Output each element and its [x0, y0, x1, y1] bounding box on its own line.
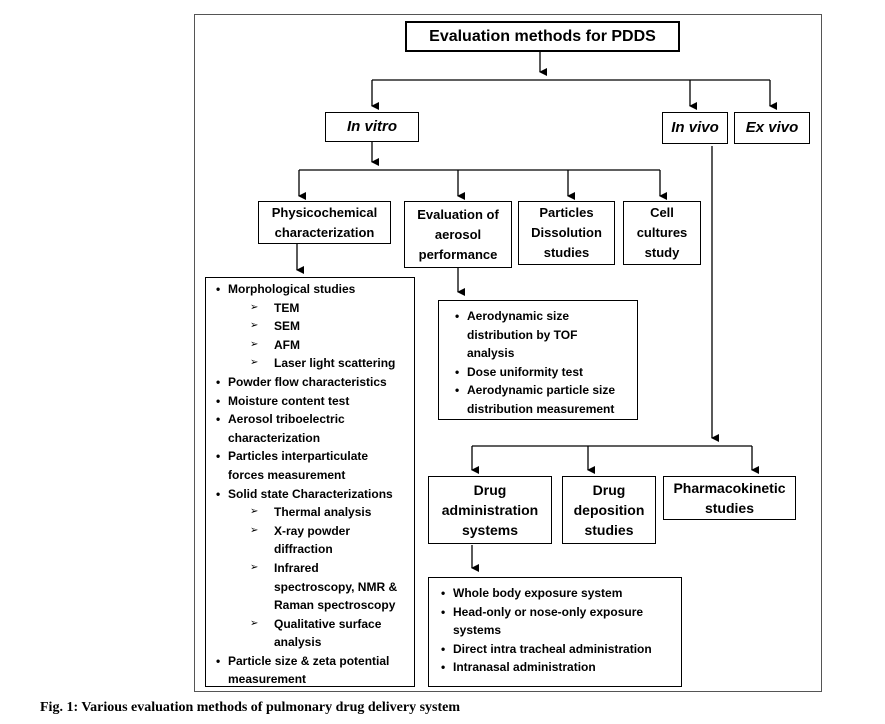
node-drug-administration: Drug administration systems: [428, 476, 552, 544]
physicochemical-list: • Morphological studies ➢ TEM ➢ SEM ➢ AFM ➢ Laser…: [205, 277, 415, 687]
list-item-text: Aerodynamic size distribution by TOF ana…: [467, 309, 578, 361]
list-item-text: Solid state Characterizations: [228, 486, 393, 501]
node-physicochemical: Physicochemical characterization: [258, 201, 391, 244]
list-item-text: Aerosol triboelectric characterization: [228, 412, 345, 445]
list-item-text: X-ray powder diffraction: [274, 523, 351, 557]
list-item-text: Particles interparticulate forces measur…: [228, 449, 369, 482]
list-item-text: Intranasal administration: [453, 660, 596, 675]
list-item-text: Powder flow characteristics: [228, 374, 387, 389]
list-item: • Aerodynamic size distribution by TOF an…: [445, 307, 637, 363]
node-drug-deposition: Drug deposition studies: [562, 476, 656, 544]
arrow-bullet-icon: ➢: [250, 338, 259, 350]
bullet-icon: •: [216, 393, 221, 408]
list-item-text: Laser light scattering: [274, 356, 396, 371]
list-item: • Particles interparticulate forces measu…: [206, 447, 414, 484]
bullet-icon: •: [455, 364, 460, 379]
list-item: ➢ X-ray powder diffraction: [206, 522, 414, 559]
list-item: • Head-only or nose-only exposure systems: [431, 603, 681, 640]
figure-caption: Fig. 1: Various evaluation methods of pu…: [40, 700, 461, 715]
bullet-icon: •: [216, 449, 221, 464]
arrow-bullet-icon: ➢: [250, 357, 259, 369]
list-item-text: SEM: [274, 319, 301, 334]
administration-list: • Whole body exposure system • Head-only or…: [428, 577, 682, 687]
list-item-text: Dose uniformity test: [467, 364, 584, 379]
list-item: • Whole body exposure system: [431, 584, 681, 603]
list-item: ➢ Thermal analysis: [206, 503, 414, 522]
list-item-text: Aerodynamic particle size distribution m…: [467, 383, 616, 416]
node-in-vitro: In vitro: [325, 112, 419, 142]
list-item-text: Whole body exposure system: [453, 586, 623, 600]
list-item: ➢ Infrared spectroscopy, NMR & Raman spec…: [206, 559, 414, 615]
arrow-bullet-icon: ➢: [250, 524, 259, 536]
list-item: • Moisture content test: [206, 392, 414, 411]
node-aerosol-performance: Evaluation of aerosol performance: [404, 201, 512, 268]
figure-frame: [194, 14, 822, 692]
bullet-icon: •: [441, 586, 446, 600]
list-item-text: Moisture content test: [228, 393, 350, 408]
arrow-bullet-icon: ➢: [250, 561, 259, 573]
list-item-text: Qualitative surface analysis: [274, 616, 382, 650]
list-item: • Morphological studies: [206, 280, 414, 299]
bullet-icon: •: [216, 282, 221, 296]
list-item-text: AFM: [274, 337, 300, 352]
node-ex-vivo: Ex vivo: [734, 112, 810, 144]
list-item-text: Head-only or nose-only exposure systems: [453, 604, 644, 638]
bullet-icon: •: [441, 641, 446, 656]
list-item: • Powder flow characteristics: [206, 373, 414, 392]
list-item: ➢ TEM: [206, 299, 414, 318]
list-item: ➢ Qualitative surface analysis: [206, 615, 414, 652]
bullet-icon: •: [216, 486, 221, 501]
bullet-icon: •: [216, 374, 221, 389]
list-item-text: TEM: [274, 300, 300, 315]
bullet-icon: •: [216, 412, 221, 427]
node-title: Evaluation methods for PDDS: [405, 21, 680, 52]
list-item: • Direct intra tracheal administration: [431, 640, 681, 659]
list-item: ➢ SEM: [206, 317, 414, 336]
aerosol-list: • Aerodynamic size distribution by TOF an…: [438, 300, 638, 420]
list-item: • Particle size & zeta potential measurem…: [206, 652, 414, 689]
list-item-text: Morphological studies: [228, 282, 356, 296]
list-item-text: Infrared spectroscopy, NMR & Raman spect…: [274, 560, 398, 613]
bullet-icon: •: [455, 383, 460, 398]
list-item: ➢ AFM: [206, 336, 414, 355]
bullet-icon: •: [441, 660, 446, 675]
list-item-text: Direct intra tracheal administration: [453, 641, 652, 656]
arrow-bullet-icon: ➢: [250, 617, 259, 629]
arrow-bullet-icon: ➢: [250, 301, 259, 313]
node-cell-cultures: Cell cultures study: [623, 201, 701, 265]
node-pharmacokinetic: Pharmacokinetic studies: [663, 476, 796, 520]
arrow-bullet-icon: ➢: [250, 320, 259, 332]
bullet-icon: •: [441, 604, 446, 619]
arrow-bullet-icon: ➢: [250, 506, 259, 518]
node-particles-dissolution: Particles Dissolution studies: [518, 201, 615, 265]
list-item-text: Thermal analysis: [274, 505, 372, 520]
bullet-icon: •: [455, 309, 460, 323]
bullet-icon: •: [216, 653, 221, 668]
list-item: • Aerosol triboelectric characterization: [206, 410, 414, 447]
list-item: ➢ Laser light scattering: [206, 354, 414, 373]
list-item: • Solid state Characterizations: [206, 485, 414, 504]
list-item: • Aerodynamic particle size distribution …: [445, 381, 637, 418]
list-item: • Dose uniformity test: [445, 363, 637, 382]
list-item-text: Particle size & zeta potential measureme…: [228, 653, 390, 687]
list-item: • Intranasal administration: [431, 658, 681, 677]
node-in-vivo: In vivo: [662, 112, 728, 144]
